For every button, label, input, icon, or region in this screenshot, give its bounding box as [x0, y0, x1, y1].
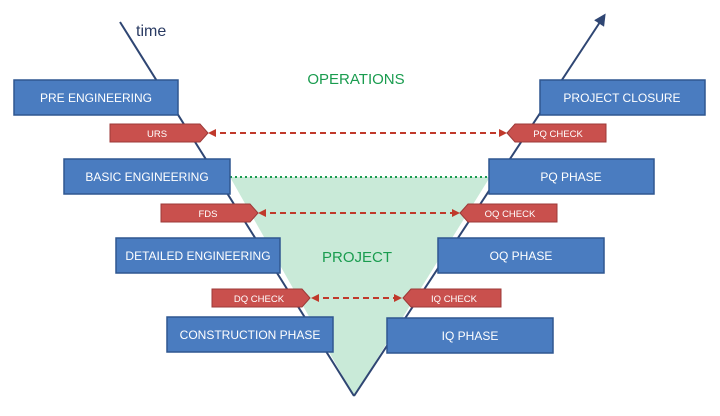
phase-label: PROJECT CLOSURE [563, 91, 680, 105]
tag-fds: FDS [160, 203, 259, 223]
phase-label: OQ PHASE [490, 249, 553, 263]
tag-pq-check: PQ CHECK [506, 123, 607, 143]
phase-label: DETAILED ENGINEERING [125, 249, 270, 263]
phase-label: CONSTRUCTION PHASE [180, 328, 321, 342]
tag-label: IQ CHECK [431, 294, 478, 305]
time-axis-label: time [136, 23, 166, 40]
phase-label: PQ PHASE [540, 170, 601, 184]
phase-label: PRE ENGINEERING [40, 91, 152, 105]
phase-pre-engineering: PRE ENGINEERING [13, 79, 179, 116]
phase-construction: CONSTRUCTION PHASE [166, 316, 334, 353]
tag-label: PQ CHECK [533, 129, 583, 140]
phase-basic-engineering: BASIC ENGINEERING [63, 158, 231, 195]
tag-dq-check: DQ CHECK [211, 288, 311, 308]
tag-label: FDS [199, 209, 218, 220]
tag-oq-check: OQ CHECK [459, 203, 558, 223]
phase-detailed-engineering: DETAILED ENGINEERING [115, 237, 281, 274]
tag-urs: URS [109, 123, 209, 143]
tag-label: OQ CHECK [485, 209, 536, 220]
tag-iq-check: IQ CHECK [402, 288, 502, 308]
phase-pq: PQ PHASE [488, 158, 655, 195]
tag-label: DQ CHECK [234, 294, 285, 305]
phase-oq: OQ PHASE [437, 237, 605, 274]
phase-label: IQ PHASE [442, 329, 499, 343]
tag-label: URS [147, 129, 167, 140]
phase-iq: IQ PHASE [386, 317, 554, 354]
project-label: PROJECT [322, 249, 392, 266]
phase-label: BASIC ENGINEERING [85, 170, 208, 184]
phase-project-closure: PROJECT CLOSURE [539, 79, 706, 116]
operations-label: OPERATIONS [307, 71, 404, 88]
project-region [230, 177, 490, 396]
